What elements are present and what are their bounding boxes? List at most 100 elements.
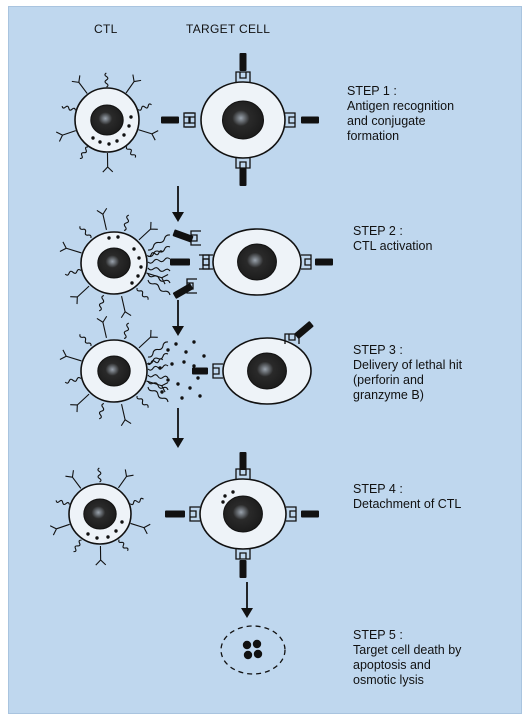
tcr-receptor — [50, 524, 70, 535]
arrow-head — [172, 212, 184, 222]
ctl-cell-step2 — [81, 232, 147, 294]
tcr-receptor — [80, 226, 91, 238]
tcr-receptor — [131, 523, 151, 533]
apoptotic-body — [254, 650, 262, 658]
granule — [166, 378, 169, 381]
antigen-bar — [240, 452, 247, 470]
tcr-receptor — [137, 288, 148, 300]
antigen-bar — [192, 368, 208, 375]
mhc-receptor — [236, 549, 250, 559]
granule — [86, 532, 89, 535]
granule — [120, 520, 123, 523]
ctl-cell-step4-nucleus — [84, 499, 116, 529]
mhc-receptor — [236, 158, 250, 168]
antigen-bar — [173, 283, 194, 299]
antigen-bar — [315, 259, 333, 266]
mhc-outline — [236, 469, 250, 479]
mhc-outline — [286, 507, 296, 521]
antigen-bar — [294, 321, 314, 339]
flow-arrow-4 — [241, 582, 253, 618]
tcr-receptor — [70, 394, 89, 412]
granule — [130, 281, 133, 284]
granule — [166, 348, 169, 351]
granule — [170, 362, 173, 365]
tcr-receptor — [65, 378, 81, 384]
mhc-outline — [285, 113, 295, 127]
flow-arrow-3 — [172, 408, 184, 448]
tcr-receptor — [70, 286, 89, 304]
target-cell-step1 — [201, 82, 285, 158]
tcr-receptor — [130, 498, 143, 504]
tcr-receptor — [126, 75, 141, 93]
granule — [198, 394, 201, 397]
granule — [180, 396, 183, 399]
mhc-outline — [190, 507, 200, 521]
ctl-cell-step1-nucleus — [91, 105, 123, 135]
tcr-receptor — [99, 403, 104, 418]
apoptotic-cell — [221, 626, 285, 674]
flow-arrow-2 — [172, 300, 184, 336]
apoptotic-body — [243, 641, 251, 649]
tcr-receptor — [60, 242, 82, 253]
mhc-receptor — [285, 113, 295, 127]
granule — [174, 342, 177, 345]
tcr-receptor — [65, 270, 81, 276]
target-cell-step4 — [200, 479, 286, 549]
mhc-outline — [203, 255, 213, 269]
tcr-receptor — [124, 215, 129, 230]
tcr-receptor — [126, 146, 135, 157]
tcr-receptor — [97, 316, 107, 338]
target-cell-step3-nucleus — [248, 353, 287, 389]
granule — [192, 364, 195, 367]
arrow-head — [172, 326, 184, 336]
tcr-receptor — [137, 396, 148, 408]
tcr-receptor — [121, 296, 131, 318]
tcr-receptor — [148, 387, 168, 402]
tcr-receptor — [119, 540, 128, 551]
tcr-receptor — [148, 365, 168, 370]
granule — [98, 140, 101, 143]
granule — [132, 247, 135, 250]
tcr-receptor — [121, 404, 131, 426]
antigen-bar — [161, 117, 179, 124]
arrow-head — [172, 438, 184, 448]
granule — [129, 115, 132, 118]
antigen-bar — [240, 168, 247, 186]
tcr-receptor — [103, 153, 113, 172]
mhc-receptor — [190, 507, 200, 521]
mhc-receptor — [286, 507, 296, 521]
tcr-receptor — [139, 330, 158, 348]
granule — [223, 494, 226, 497]
granule — [221, 500, 224, 503]
tcr-receptor — [139, 130, 159, 140]
tcr-receptor — [65, 470, 80, 488]
granule — [91, 136, 94, 139]
tcr-receptor — [80, 334, 91, 346]
granule — [231, 490, 234, 493]
tcr-receptor — [74, 540, 82, 551]
antigen-bar — [240, 560, 247, 578]
mhc-outline — [301, 255, 311, 269]
apoptotic-body — [244, 651, 252, 659]
target-cell-step3 — [223, 338, 311, 404]
tcr-cup — [199, 255, 209, 269]
tcr-receptor — [138, 104, 151, 110]
granule — [188, 386, 191, 389]
granule — [127, 124, 130, 127]
mhc-receptor — [213, 364, 223, 378]
apoptotic-body — [253, 640, 261, 648]
flow-arrow-1 — [172, 186, 184, 222]
granule — [182, 360, 185, 363]
tcr-receptor — [118, 469, 133, 487]
tcr-receptor — [97, 208, 107, 230]
granule — [116, 235, 119, 238]
ctl-cell-step3 — [81, 340, 147, 402]
mhc-receptor — [236, 72, 250, 82]
tcr-receptor — [139, 222, 158, 240]
ctl-cell-step2-nucleus — [98, 248, 130, 278]
tcr-receptor — [99, 295, 104, 310]
mhc-outline — [236, 72, 250, 82]
tcr-receptor — [148, 280, 170, 295]
target-cell-step1-nucleus — [222, 101, 263, 139]
granule — [95, 536, 98, 539]
